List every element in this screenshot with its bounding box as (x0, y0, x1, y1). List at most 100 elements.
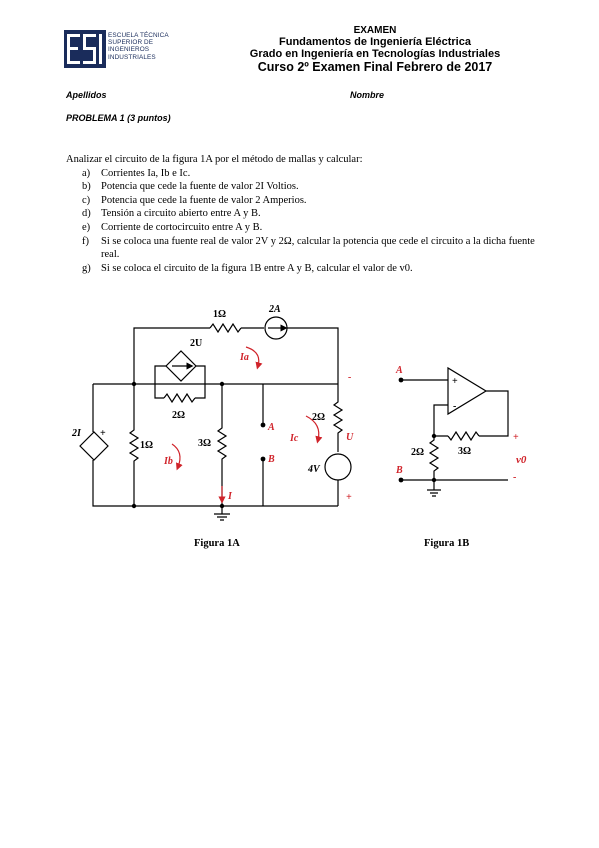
logo-line: ESCUELA TÉCNICA (108, 32, 169, 39)
figure-1b-labels: + - 2Ω 3Ω (411, 376, 471, 458)
label-r-top: 1Ω (213, 309, 226, 320)
label-r-ground: 2Ω (411, 447, 424, 458)
question-text: Tensión a circuito abierto entre A y B. (101, 208, 261, 220)
question-label: f) (82, 235, 89, 247)
question-item: c)Potencia que cede la fuente de valor 2… (66, 194, 546, 208)
wire-top (133, 327, 210, 384)
label-r-2u-parallel: 2Ω (172, 410, 185, 421)
resistor-right-2ohm (332, 384, 344, 452)
label-voltage-u: U (346, 432, 354, 443)
surname-label: Apellidos (66, 90, 107, 100)
wire-top-3 (287, 327, 339, 384)
question-item: g) Si se coloca el circuito de la figura … (66, 262, 546, 276)
wire-left-bottom (92, 460, 338, 507)
label-src-2i-plus: + (100, 428, 106, 439)
mesh-arrows (171, 346, 323, 504)
question-label: b) (82, 181, 91, 193)
school-logo-mark (64, 30, 106, 68)
label-opamp-minus: - (453, 401, 456, 412)
logo-line: INDUSTRIALES (108, 53, 156, 61)
wire-feedback-node (433, 404, 448, 437)
node-dot (131, 381, 137, 387)
figure-1b-caption: Figura 1B (424, 538, 470, 549)
circuit-figures: 1Ω 2A 2U 2Ω 2I + 1Ω 3Ω 2Ω 4V Ia Ib Ic A … (71, 304, 527, 521)
resistor-ground-2ohm (428, 436, 440, 480)
problem-title: PROBLEMA 1 (3 puntos) (66, 113, 171, 123)
question-label: d) (82, 208, 91, 220)
problem-statement: Analizar el circuito de la figura 1A por… (66, 153, 546, 275)
resistor-left-1ohm (128, 384, 140, 506)
dependent-voltage-source-2i (79, 431, 109, 461)
wire-output (479, 390, 509, 437)
ground-symbol (214, 513, 230, 521)
logo-line: INGENIEROS (108, 46, 150, 54)
label-dep-2u: 2U (190, 338, 202, 349)
wire-dep-right (196, 365, 206, 384)
label-node-b: B (267, 454, 275, 465)
name-label: Nombre (350, 90, 385, 100)
wire-par-right (195, 384, 206, 399)
node-dot (219, 503, 225, 509)
ground-symbol-1b (427, 489, 441, 497)
label-v0: v0 (516, 454, 527, 466)
figure-1a-annotations: Ia Ib Ic A B I U - + (163, 352, 354, 503)
label-u-plus: + (346, 492, 352, 503)
label-mesh-a: Ia (239, 352, 249, 363)
label-r-left: 1Ω (140, 440, 153, 451)
label-src-2i: 2I (71, 428, 82, 439)
question-item: f) Si se coloca una fuente real de valor … (66, 235, 546, 262)
question-text: Si se coloca una fuente real de valor 2V… (101, 235, 535, 261)
label-opamp-plus: + (452, 376, 458, 387)
voltage-source-4v (324, 453, 352, 481)
resistor-2u-parallel (163, 392, 196, 404)
label-node-b: B (395, 465, 403, 476)
terminal-a-dot (398, 377, 404, 383)
node-dot (131, 503, 137, 509)
question-list: a) Corrientes Ia, Ib e Ic. b) Potencia que… (66, 167, 546, 276)
figure-1b-annotations: A B + - v0 (395, 365, 527, 483)
label-node-a: A (267, 422, 275, 433)
logo-line: SUPERIOR DE (108, 39, 154, 47)
label-mesh-b: Ib (163, 456, 173, 467)
question-item: e) Corriente de cortocircuito entre A y B… (66, 221, 546, 235)
question-label: g) (82, 262, 91, 274)
exam-session: Curso 2º Examen Final Febrero de 2017 (257, 60, 493, 74)
label-out-plus: + (513, 432, 519, 443)
question-item: a) Corrientes Ia, Ib e Ic. (66, 167, 546, 181)
label-node-a: A (395, 365, 403, 376)
problem-intro: Analizar el circuito de la figura 1A por… (66, 154, 363, 165)
mesh-arrow-a (245, 346, 263, 370)
question-text: Corriente de cortocircuito entre A y B. (101, 221, 263, 233)
label-mesh-c: Ic (289, 433, 299, 444)
opamp-body (447, 366, 488, 416)
label-out-minus: - (513, 472, 516, 483)
wire-dep-left (154, 365, 166, 384)
resistor-top-1ohm (209, 322, 242, 334)
resistor-feedback-3ohm (447, 430, 480, 442)
question-label: a) (82, 167, 91, 179)
school-logo: ESCUELA TÉCNICA SUPERIOR DE INGENIEROS I… (64, 30, 188, 70)
label-src-2a: 2A (268, 304, 281, 315)
question-label: e) (82, 221, 91, 233)
figure-1b-nodes (398, 377, 437, 483)
node-dot (431, 477, 437, 483)
label-r-right: 2Ω (312, 412, 325, 423)
terminal-a-dot (260, 422, 266, 428)
question-text: Si se coloca el circuito de la figura 1B… (101, 262, 413, 274)
question-text: Potencia que cede la fuente de valor 2I … (101, 181, 299, 193)
question-label: c) (82, 194, 91, 206)
course-name: Fundamentos de Ingeniería Eléctrica (279, 36, 471, 48)
exam-header: EXAMEN Fundamentos de Ingeniería Eléctri… (230, 25, 520, 74)
figure-1a-nodes (131, 381, 266, 509)
mesh-arrow-c (305, 415, 323, 444)
terminal-b-dot (260, 456, 266, 462)
mesh-arrow-b (171, 443, 183, 471)
figure-1b (401, 366, 509, 497)
question-item: b) Potencia que cede la fuente de valor 2… (66, 180, 546, 194)
label-r-mid: 3Ω (198, 438, 211, 449)
label-current-i: I (227, 491, 233, 502)
question-text: Corrientes Ia, Ib e Ic. (101, 167, 191, 179)
exam-title: EXAMEN (353, 25, 397, 36)
node-dot (431, 433, 437, 439)
resistor-mid-3ohm (216, 384, 228, 506)
